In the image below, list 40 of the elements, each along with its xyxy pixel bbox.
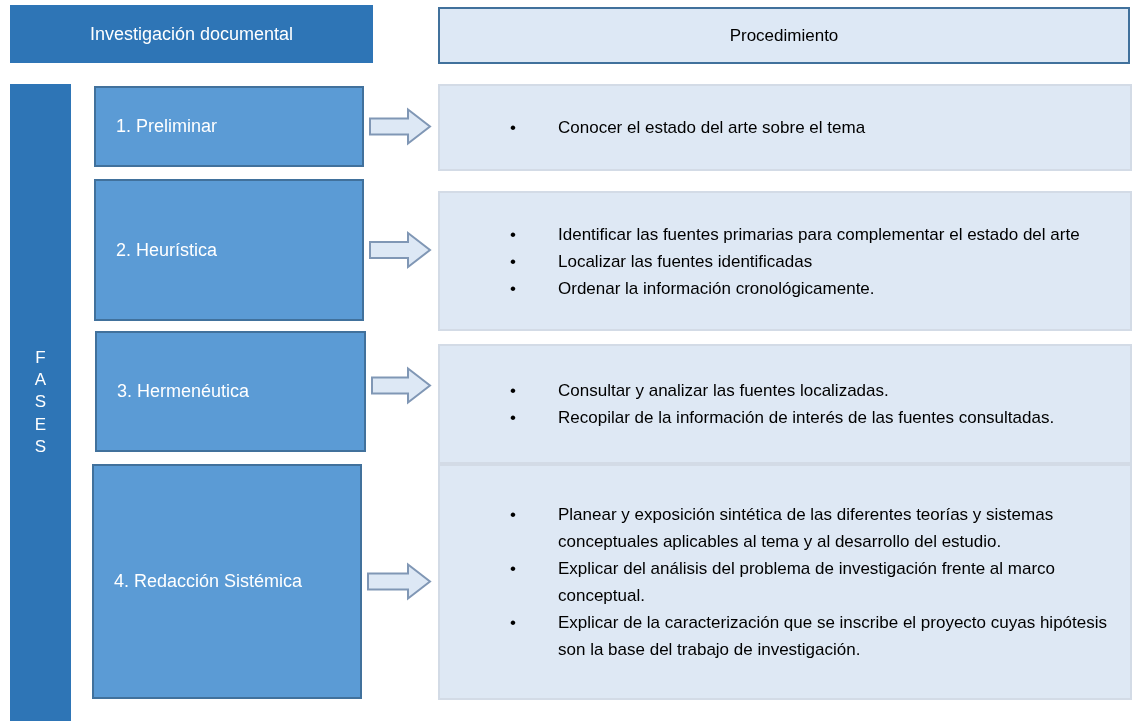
phase-box — [92, 464, 362, 699]
phase-box — [95, 331, 366, 452]
list-item: Explicar del análisis del problema de investigación frente al marco conceptual. — [558, 559, 1056, 605]
header-text: Investigación documental — [89, 23, 294, 45]
phase-label: 2. Heurística — [116, 239, 218, 261]
list-item: Consultar y analizar las fuentes localizadas. — [558, 381, 889, 400]
side-bar — [10, 84, 71, 721]
list-item: Identificar las fuentes primarias para complementar el estado del arte — [558, 224, 1080, 244]
header-box — [438, 7, 1130, 64]
bullet: • — [510, 558, 516, 580]
phase-box — [94, 86, 364, 167]
list-item: Localizar las fuentes identificadas — [558, 251, 813, 271]
block-arrow — [371, 366, 432, 405]
procedure-box — [438, 84, 1132, 171]
bullet: • — [510, 117, 516, 139]
procedure-box — [438, 464, 1132, 700]
phase-label: 4. Redacción Sistémica — [114, 571, 303, 592]
header-box — [10, 5, 373, 63]
bullet: • — [510, 504, 516, 526]
phase-box — [94, 179, 364, 321]
procedure-box — [438, 191, 1132, 331]
vertical-label: FASES — [33, 347, 48, 458]
list-item: Planear y exposición sintética de las diferentes teorías y sistemas conceptuales aplicables al tema y al desarrollo del estudio. — [558, 505, 1054, 551]
list-item: Explicar de la caracterización que se inscribe el proyecto cuyas hipótesis son la base del trabajo de investigación. — [558, 613, 1107, 659]
bullet: • — [510, 612, 516, 634]
block-arrow — [367, 562, 432, 601]
block-arrow — [369, 230, 432, 270]
list-item: Recopilar de la información de interés de las fuentes consultadas. — [558, 408, 1055, 427]
list-item: Conocer el estado del arte sobre el tema — [558, 118, 866, 137]
header-text: Procedimiento — [729, 25, 839, 46]
bullet: • — [510, 250, 516, 273]
bullet: • — [510, 407, 516, 429]
bullet: • — [510, 277, 516, 300]
procedure-box — [438, 344, 1132, 464]
phase-label: 3. Hermenéutica — [117, 381, 250, 402]
phase-label: 1. Preliminar — [116, 116, 218, 137]
bullet: • — [510, 223, 516, 246]
bullet: • — [510, 380, 516, 402]
block-arrow — [369, 107, 432, 146]
list-item: Ordenar la información cronológicamente. — [558, 278, 875, 298]
